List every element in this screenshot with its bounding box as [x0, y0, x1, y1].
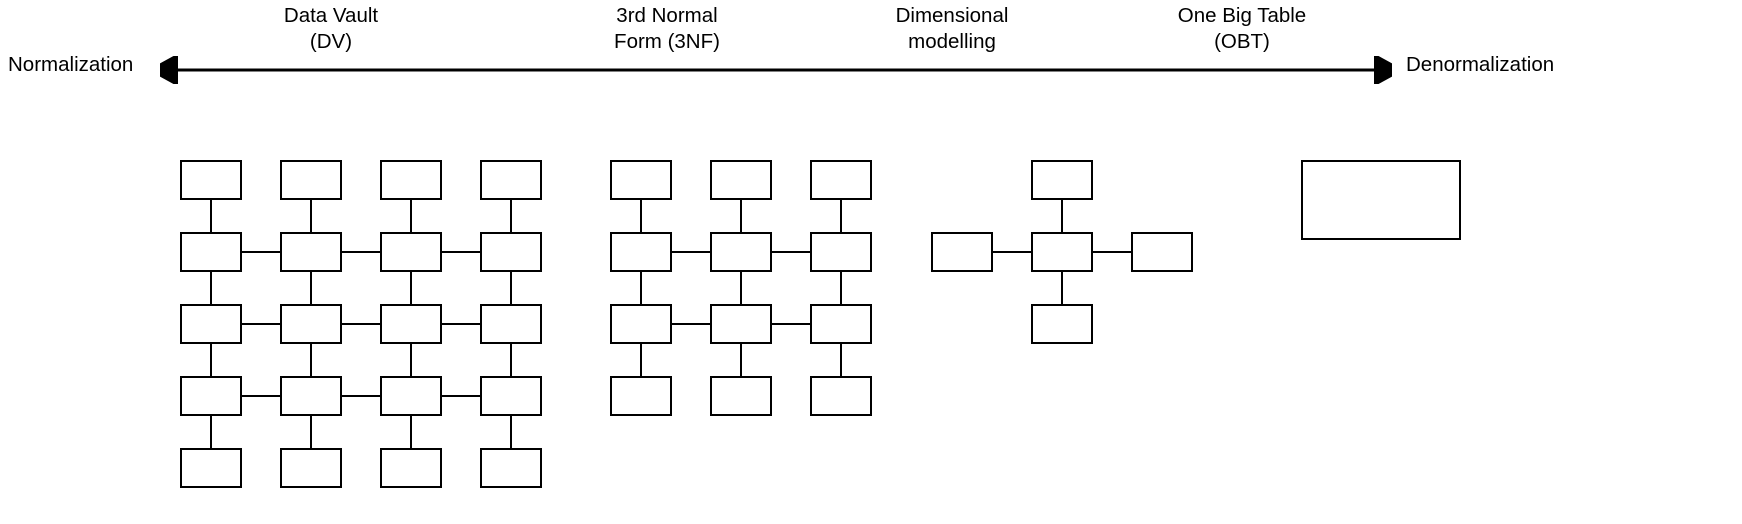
dv-edge-v: [210, 343, 213, 377]
nf3-node: [810, 376, 872, 416]
nf3-node: [810, 160, 872, 200]
nf3-edge-v: [740, 271, 743, 305]
dv-edge-v: [210, 271, 213, 305]
dv-edge-v: [310, 199, 313, 233]
nf3-node: [810, 232, 872, 272]
nf3-node: [710, 232, 772, 272]
dv-node: [380, 160, 442, 200]
dv-edge-v: [410, 199, 413, 233]
dv-edge-v: [410, 415, 413, 449]
nf3-node: [710, 376, 772, 416]
dv-edge-v: [210, 199, 213, 233]
dv-node: [480, 304, 542, 344]
column-heading-3nf: 3rd Normal Form (3NF): [614, 4, 720, 53]
nf3-edge-v: [840, 343, 843, 377]
dv-node: [480, 160, 542, 200]
dv-node: [380, 448, 442, 488]
dv-node: [480, 232, 542, 272]
dv-edge-v: [210, 415, 213, 449]
dim-edge-v-bottom: [1061, 271, 1064, 305]
dim-node-dimension-right: [1131, 232, 1193, 272]
dv-edge-h: [442, 323, 480, 326]
dv-node: [180, 232, 242, 272]
dv-edge-h: [242, 323, 280, 326]
dv-node: [380, 376, 442, 416]
column-heading-dimensional-modelling: Dimensional modelling: [895, 4, 1009, 53]
axis-label-normalization: Normalization: [8, 53, 134, 76]
nf3-edge-v: [640, 343, 643, 377]
nf3-edge-h: [772, 323, 810, 326]
nf3-node: [610, 376, 672, 416]
column-heading-data-vault: Data Vault (DV): [283, 4, 379, 53]
column-heading-one-big-table: One Big Table (OBT): [1177, 4, 1307, 53]
axis-label-denormalization: Denormalization: [1406, 53, 1555, 76]
nf3-node: [710, 304, 772, 344]
dv-node: [380, 304, 442, 344]
nf3-node: [610, 304, 672, 344]
dim-edge-h-left: [993, 251, 1031, 254]
dv-node: [180, 304, 242, 344]
dim-node-dimension-left: [931, 232, 993, 272]
dv-edge-h: [242, 395, 280, 398]
dv-edge-v: [510, 199, 513, 233]
dv-edge-h: [442, 251, 480, 254]
dv-edge-v: [410, 271, 413, 305]
nf3-edge-h: [672, 323, 710, 326]
dim-edge-h-right: [1093, 251, 1131, 254]
dv-edge-v: [410, 343, 413, 377]
dv-edge-h: [342, 395, 380, 398]
dv-node: [280, 232, 342, 272]
dv-node: [280, 376, 342, 416]
dv-edge-v: [310, 343, 313, 377]
dv-node: [180, 160, 242, 200]
nf3-edge-v: [840, 271, 843, 305]
nf3-edge-v: [640, 199, 643, 233]
dv-edge-v: [310, 415, 313, 449]
dv-edge-v: [510, 271, 513, 305]
dv-node: [280, 448, 342, 488]
dv-node: [480, 448, 542, 488]
dv-node: [380, 232, 442, 272]
nf3-node: [610, 232, 672, 272]
dv-node: [280, 304, 342, 344]
nf3-edge-h: [672, 251, 710, 254]
nf3-edge-v: [840, 199, 843, 233]
dv-node: [480, 376, 542, 416]
dv-edge-h: [342, 251, 380, 254]
dim-edge-v-top: [1061, 199, 1064, 233]
dv-edge-h: [442, 395, 480, 398]
dv-edge-v: [510, 343, 513, 377]
nf3-edge-v: [740, 343, 743, 377]
dv-edge-h: [342, 323, 380, 326]
nf3-node: [810, 304, 872, 344]
nf3-node: [710, 160, 772, 200]
dv-node: [280, 160, 342, 200]
nf3-edge-h: [772, 251, 810, 254]
dv-node: [180, 376, 242, 416]
dim-node-fact-center: [1031, 232, 1093, 272]
spectrum-double-arrow-icon: [160, 56, 1392, 84]
nf3-edge-v: [740, 199, 743, 233]
nf3-node: [610, 160, 672, 200]
dim-node-dimension-bottom: [1031, 304, 1093, 344]
obt-node-single-table: [1301, 160, 1461, 240]
dv-edge-v: [310, 271, 313, 305]
dv-edge-v: [510, 415, 513, 449]
dv-node: [180, 448, 242, 488]
dv-edge-h: [242, 251, 280, 254]
nf3-edge-v: [640, 271, 643, 305]
dim-node-dimension-top: [1031, 160, 1093, 200]
